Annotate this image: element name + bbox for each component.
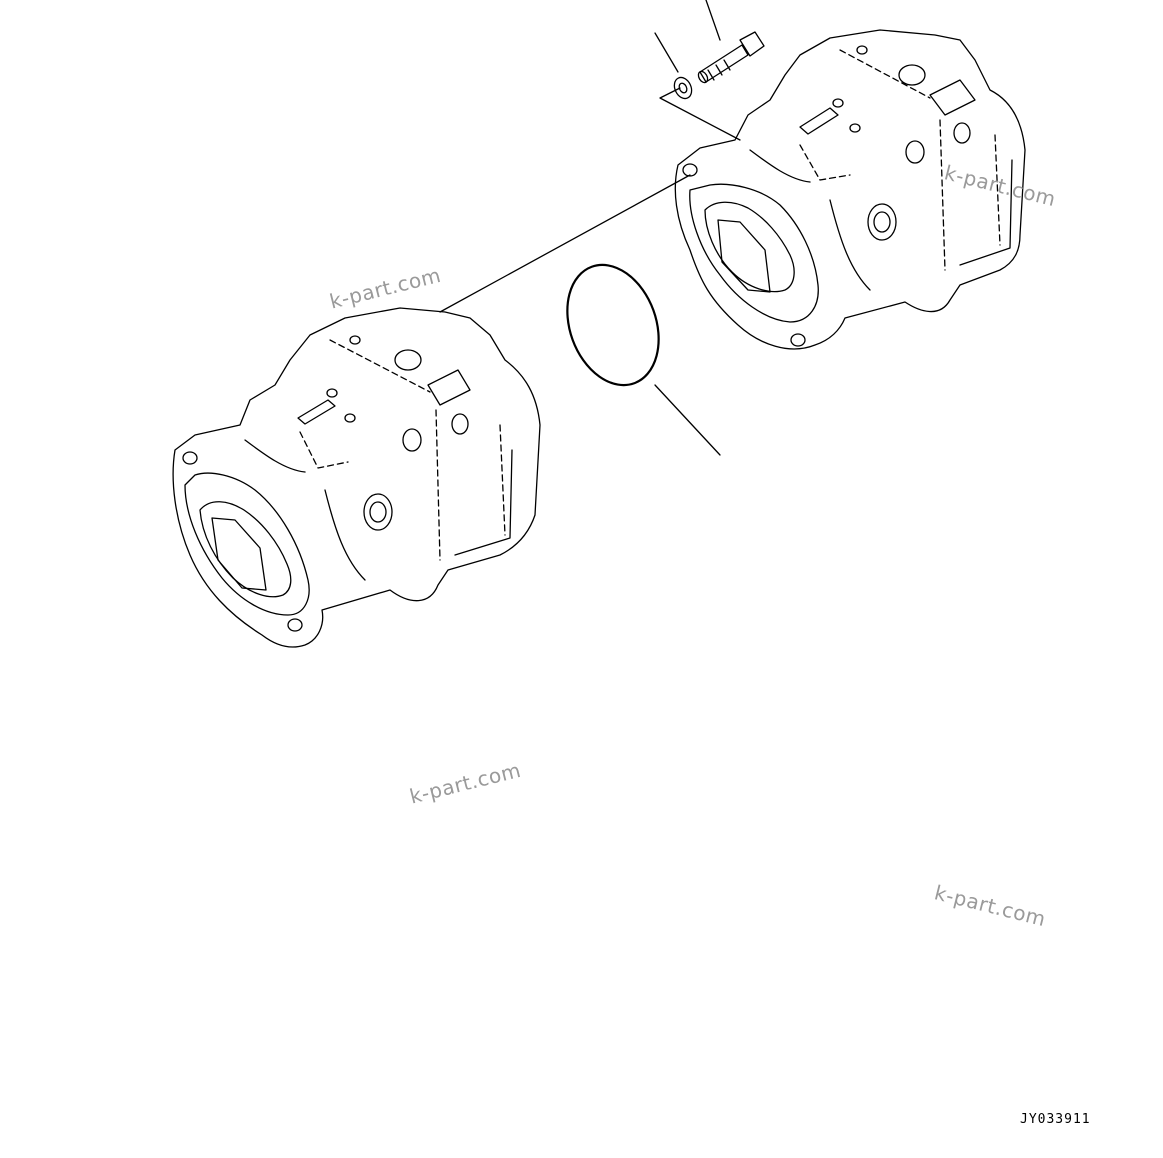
bolt-part (697, 0, 765, 84)
figure-code-label: JY033911 (1020, 1112, 1091, 1127)
o-ring-part (566, 263, 721, 456)
rear-pump-assembly (674, 29, 1026, 350)
front-pump-assembly (172, 307, 541, 648)
fastener-leader-line (659, 87, 741, 141)
washer-part (654, 32, 693, 100)
alignment-line (439, 174, 691, 313)
